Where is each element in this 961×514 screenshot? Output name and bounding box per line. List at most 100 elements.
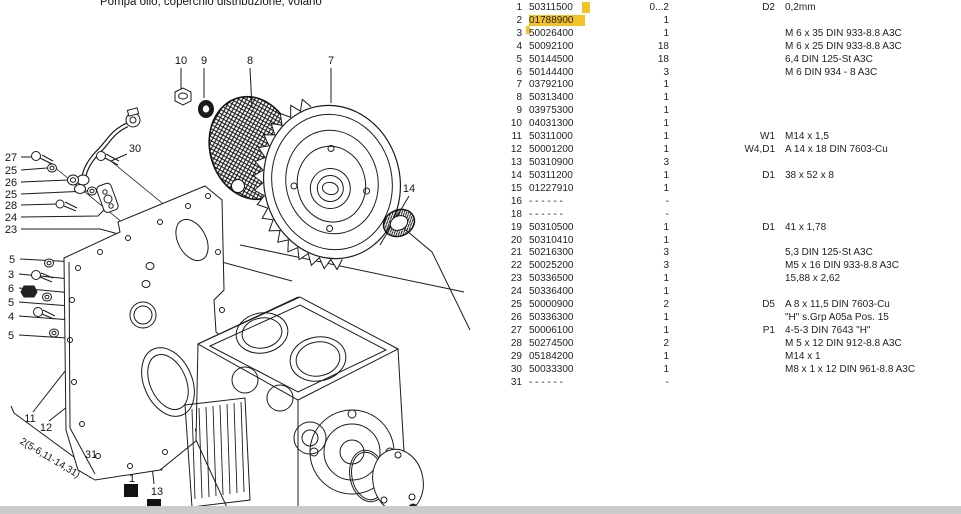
callout-label[interactable]: 6 (8, 283, 14, 295)
callout-label[interactable]: 10 (175, 55, 187, 67)
callout-label[interactable]: 25 (5, 165, 17, 177)
cell-desc: M 5 x 12 DIN 912-8.8 A3C (785, 337, 902, 349)
cell-qty: 1 (663, 118, 669, 130)
cell-pos: 6 (516, 66, 522, 78)
cell-pos: 15 (510, 182, 522, 194)
cell-pos: 13 (510, 157, 522, 169)
cell-pos: 18 (510, 208, 522, 220)
cell-ref: P1 (762, 325, 775, 336)
callout-label[interactable]: 4 (8, 311, 14, 323)
cell-pos: 16 (510, 195, 522, 207)
cell-ref: W4,D1 (744, 144, 775, 156)
cell-part: 50144400 (529, 66, 574, 78)
callout-label[interactable]: 7 (328, 55, 334, 67)
callout-label[interactable]: 5 (8, 330, 14, 342)
table-row[interactable]: 18- - - - - -- (505, 208, 961, 221)
callout-label[interactable]: 30 (129, 143, 141, 155)
callout-label[interactable]: 1 (129, 473, 135, 485)
flywheel (252, 98, 402, 271)
callout-label[interactable]: 14 (403, 183, 415, 195)
cell-pos: 24 (510, 286, 522, 298)
callout-label[interactable]: 9 (201, 55, 207, 67)
cell-part: 50311000 (529, 131, 573, 143)
cell-qty: - (665, 208, 669, 220)
ref-box-label: D (127, 487, 134, 498)
cell-qty: 3 (663, 260, 669, 272)
callout-label[interactable]: 28 (5, 200, 17, 212)
cell-ref: D2 (762, 1, 775, 13)
cell-qty: 1 (663, 144, 669, 156)
cell-qty: 1 (663, 182, 669, 194)
callout-label[interactable]: 26 (5, 177, 17, 189)
cell-part: 01788900 (529, 14, 585, 26)
cell-desc: M14 x 1 (785, 350, 821, 362)
callout-label[interactable]: 27 (5, 152, 17, 164)
callout-label[interactable]: 8 (247, 55, 253, 67)
cell-part: 03792100 (529, 79, 574, 91)
cell-pos: 26 (510, 312, 522, 324)
cell-pos: 23 (510, 273, 522, 285)
cell-desc: M14 x 1,5 (785, 131, 829, 143)
callout-label[interactable]: 24 (5, 212, 17, 224)
callout-label[interactable]: 3 (8, 269, 14, 281)
cell-pos: 21 (510, 247, 522, 259)
cell-part: 50313400 (529, 92, 574, 104)
cell-desc: 6,4 DIN 125-St A3C (785, 53, 873, 65)
callout-label[interactable]: 12 (40, 422, 52, 434)
callout-label[interactable]: 13 (151, 486, 163, 498)
callout-label[interactable]: 5 (8, 297, 14, 309)
cell-desc: M 6 DIN 934 - 8 A3C (785, 66, 878, 78)
cell-desc: M5 x 16 DIN 933-8.8 A3C (785, 260, 899, 272)
callout-label[interactable]: 11 (24, 413, 35, 425)
cell-desc: M8 x 1 x 12 DIN 961-8.8 A3C (785, 363, 916, 375)
callout-label[interactable]: 23 (5, 224, 17, 236)
cell-qty: 1 (663, 79, 669, 91)
cell-qty: 0...2 (649, 1, 669, 13)
cell-desc: 4-5-3 DIN 7643 "H" (785, 325, 871, 336)
callout-label[interactable]: 5 (9, 254, 15, 266)
cell-part: 50025200 (529, 260, 574, 272)
table-row[interactable]: 16- - - - - -- (505, 195, 961, 208)
cell-part: 50144500 (529, 53, 574, 65)
table-row[interactable]: 31- - - - - -- (505, 376, 961, 389)
cell-pos: 3 (516, 27, 522, 39)
cell-qty: 1 (663, 27, 669, 39)
cell-part: 50310410 (529, 234, 574, 246)
cell-pos: 31 (510, 376, 522, 388)
cell-part: 50336300 (529, 312, 574, 324)
cell-part: 05184200 (529, 350, 574, 362)
callout-label[interactable]: 31 (85, 449, 97, 461)
cell-part: 50310500 (529, 221, 574, 233)
cell-qty: 1 (663, 363, 669, 375)
callout-label[interactable]: 25 (5, 189, 17, 201)
nut-and-washer (174, 87, 214, 118)
